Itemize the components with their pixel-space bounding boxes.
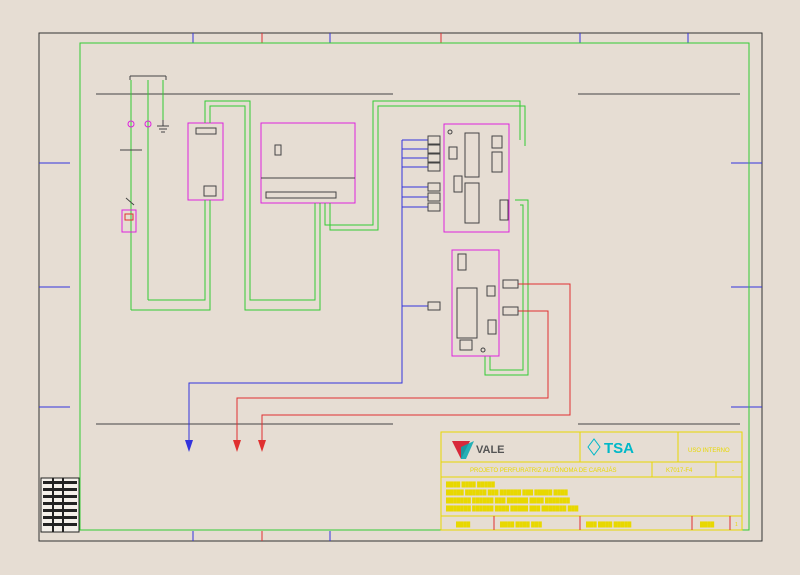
din-rails [96,93,740,425]
arrow-down-icon [233,440,241,452]
bottom-field: ████ [700,521,715,528]
terminal-icon [144,120,152,128]
sheet-number: 1 [735,522,738,528]
network-switch-top [443,123,510,233]
power-input [120,75,169,310]
network-switch-bottom [451,249,500,357]
description-line: █████ ██████ ███ ██████ ███ █████ ████ [446,489,568,496]
power-supply [187,122,224,201]
green-wiring [131,100,529,376]
bottom-field: ███ ████ █████ [586,521,632,528]
revision: - [732,468,734,474]
connector-icon [427,135,441,311]
project-title: PROJETO PERFURATRIZ AUTÔNOMA DE CARAJÁS [470,467,616,474]
controller-module [260,122,356,204]
ground-icon [157,120,169,133]
revision-table [40,477,80,533]
title-block: VALE TSA USO INTERNO PROJETO PERFURATRIZ… [440,431,743,531]
arrow-down-icon [258,440,266,452]
bottom-field: ████ [456,521,471,528]
bottom-field: ████ ████ ███ [500,521,542,528]
arrow-down-icon [185,440,193,452]
sheet-frame [38,32,763,542]
drawing-number: K7017-F4 [666,468,693,474]
red-wiring [236,283,571,440]
breaker [121,209,137,233]
terminal-icon [127,120,135,128]
description-line: ███████ ██████ ███ ██████ ████ ███████ [446,497,570,504]
blue-wiring [188,139,428,440]
tsa-logo-icon [587,438,601,456]
company-name: VALE [476,444,505,456]
connector-icon [502,279,519,316]
vale-logo-icon [452,441,474,459]
description-line: ████ ████ █████ [446,481,495,488]
enclosure-border [79,42,750,531]
classification: USO INTERNO [688,448,730,454]
frame-ticks [39,33,762,541]
contractor-name: TSA [604,440,634,457]
description-line: ███████ ██████ ████ █████ ███ ███████ ██… [446,505,579,512]
